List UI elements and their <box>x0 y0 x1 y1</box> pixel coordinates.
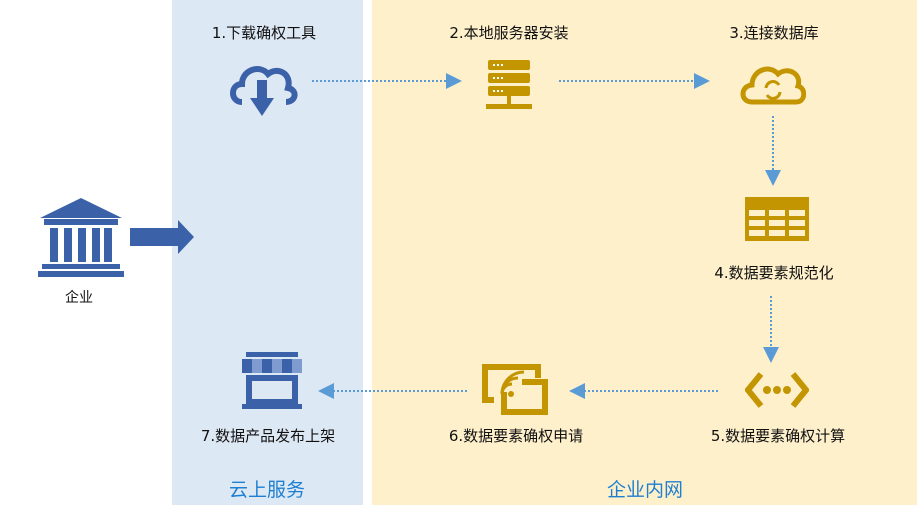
store-icon <box>242 352 302 409</box>
code-icon <box>745 372 809 408</box>
enterprise-label: 企业 <box>65 290 93 306</box>
cast-icon <box>482 364 548 415</box>
step-6-label: 6.数据要素确权申请 <box>448 427 584 445</box>
intranet-panel <box>372 0 917 505</box>
cloud-sync-icon <box>740 66 806 105</box>
step-3-label: 3.连接数据库 <box>729 24 819 42</box>
server-icon <box>486 60 532 109</box>
intranet-zone-label: 企业内网 <box>606 479 684 501</box>
step-4-label: 4.数据要素规范化 <box>714 264 834 282</box>
step-1-label: 1.下载确权工具 <box>211 24 317 42</box>
cloud-download-icon <box>230 66 298 116</box>
bank-icon <box>38 198 124 277</box>
cloud-services-panel <box>172 0 363 505</box>
enterprise-arrow <box>130 220 194 254</box>
cloud-zone-label: 云上服务 <box>228 479 306 501</box>
step-7-label: 7.数据产品发布上架 <box>200 427 336 445</box>
step-2-label: 2.本地服务器安装 <box>449 24 569 42</box>
step-5-label: 5.数据要素确权计算 <box>710 427 846 445</box>
table-icon <box>745 197 809 241</box>
